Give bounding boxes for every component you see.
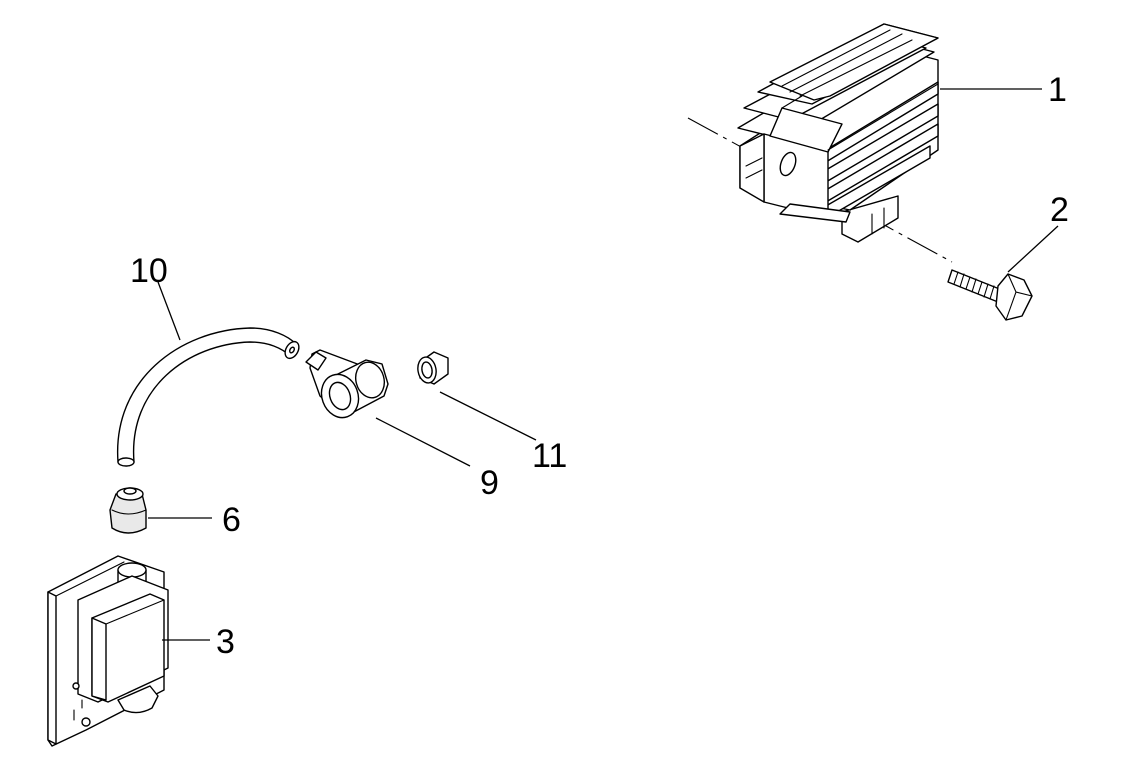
- callout-label-6: 6: [222, 501, 241, 539]
- callout-label-9: 9: [480, 464, 499, 502]
- callout-label-3: 3: [216, 623, 235, 661]
- leader-line-11: [439, 391, 537, 441]
- leader-line-10: [157, 281, 181, 341]
- ht-lead-part-10: [117, 327, 300, 467]
- rubber-cap-part-6: [109, 487, 147, 534]
- leader-line-2: [1007, 225, 1059, 273]
- ignition-coil-part-3: [47, 555, 169, 747]
- callout-label-10: 10: [130, 252, 168, 290]
- seal-part-11: [417, 351, 449, 385]
- callout-label-11: 11: [532, 437, 567, 475]
- voltage-regulator-part-1: [687, 23, 953, 263]
- spark-plug-cap-part-9: [305, 349, 389, 419]
- mounting-hole: [779, 151, 797, 177]
- callout-label-2: 2: [1050, 191, 1069, 229]
- bolt-part-2: [947, 269, 1033, 321]
- leader-line-9: [375, 417, 471, 467]
- callout-label-1: 1: [1048, 71, 1067, 109]
